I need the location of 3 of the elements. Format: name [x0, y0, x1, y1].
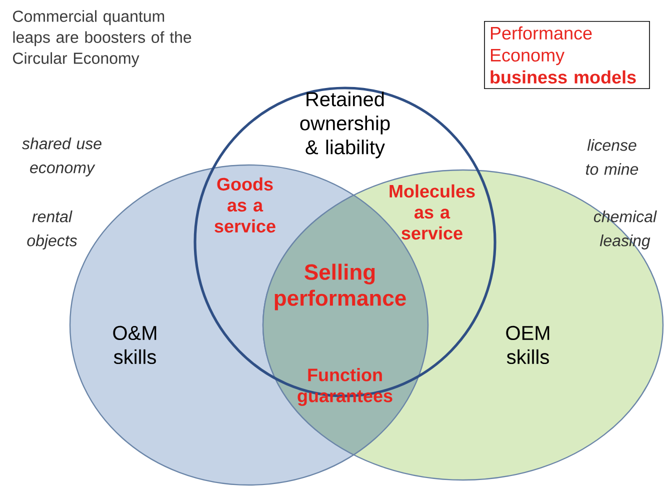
title: Commercial quantum leaps are boosters of the Circular Economy: [13, 10, 192, 68]
legend-box: Performance Economy business models: [484, 21, 650, 89]
region-label: Selling performance: [274, 264, 406, 310]
